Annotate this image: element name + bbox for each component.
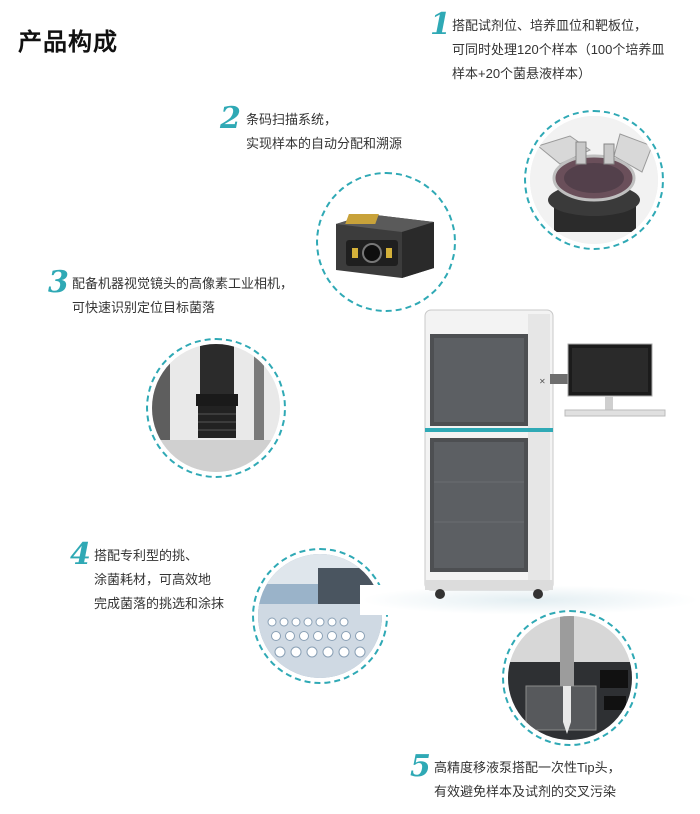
feature-3: 3 配备机器视觉镜头的高像素工业相机， 可快速识别定位目标菌落 — [48, 268, 348, 320]
feature-4: 4 搭配专利型的挑、 涂菌耗材，可高效地 完成菌落的挑选和涂抹 — [70, 540, 270, 616]
petri-dish-station-photo — [530, 116, 658, 244]
feature-3-number: 3 — [48, 265, 69, 300]
feature-5-number: 5 — [410, 749, 431, 784]
feature-2-number: 2 — [220, 101, 241, 136]
instrument-cabinet-photo: ✕ — [424, 309, 666, 599]
picking-consumables-circle — [252, 548, 388, 684]
feature-5-line-2: 有效避免样本及试剂的交叉污染 — [434, 784, 617, 799]
industrial-camera-photo — [152, 344, 280, 472]
picking-consumables-photo — [258, 554, 382, 678]
feature-1-line-2: 可同时处理120个样本（100个培养皿 — [452, 42, 665, 57]
industrial-camera-circle — [146, 338, 286, 478]
feature-4-line-2: 涂菌耗材，可高效地 — [94, 572, 212, 587]
barcode-scanner-photo — [322, 178, 450, 306]
feature-5-line-1: 高精度移液泵搭配一次性Tip头， — [434, 760, 621, 775]
petri-dish-station-circle — [524, 110, 664, 250]
feature-5: 5 高精度移液泵搭配一次性Tip头， 有效避免样本及试剂的交叉污染 — [410, 752, 695, 804]
feature-3-line-1: 配备机器视觉镜头的高像素工业相机， — [72, 276, 294, 291]
feature-4-line-3: 完成菌落的挑选和涂抹 — [94, 596, 225, 611]
feature-2: 2 条码扫描系统， 实现样本的自动分配和溯源 — [220, 104, 480, 156]
feature-4-number: 4 — [70, 537, 91, 572]
pipette-tip-photo — [508, 616, 632, 740]
barcode-scanner-circle — [316, 172, 456, 312]
pipette-tip-circle — [502, 610, 638, 746]
feature-2-line-2: 实现样本的自动分配和溯源 — [246, 136, 403, 151]
feature-1-number: 1 — [430, 7, 451, 42]
feature-1: 1 搭配试剂位、培养皿位和靶板位， 可同时处理120个样本（100个培养皿 样本… — [430, 10, 695, 86]
feature-1-line-1: 搭配试剂位、培养皿位和靶板位， — [452, 18, 648, 33]
feature-4-line-1: 搭配专利型的挑、 — [94, 548, 199, 563]
feature-1-line-3: 样本+20个菌悬液样本） — [452, 66, 592, 81]
svg-text:✕: ✕ — [539, 377, 546, 386]
page-title: 产品构成 — [18, 29, 118, 56]
feature-3-line-2: 可快速识别定位目标菌落 — [72, 300, 216, 315]
feature-2-line-1: 条码扫描系统， — [246, 112, 338, 127]
